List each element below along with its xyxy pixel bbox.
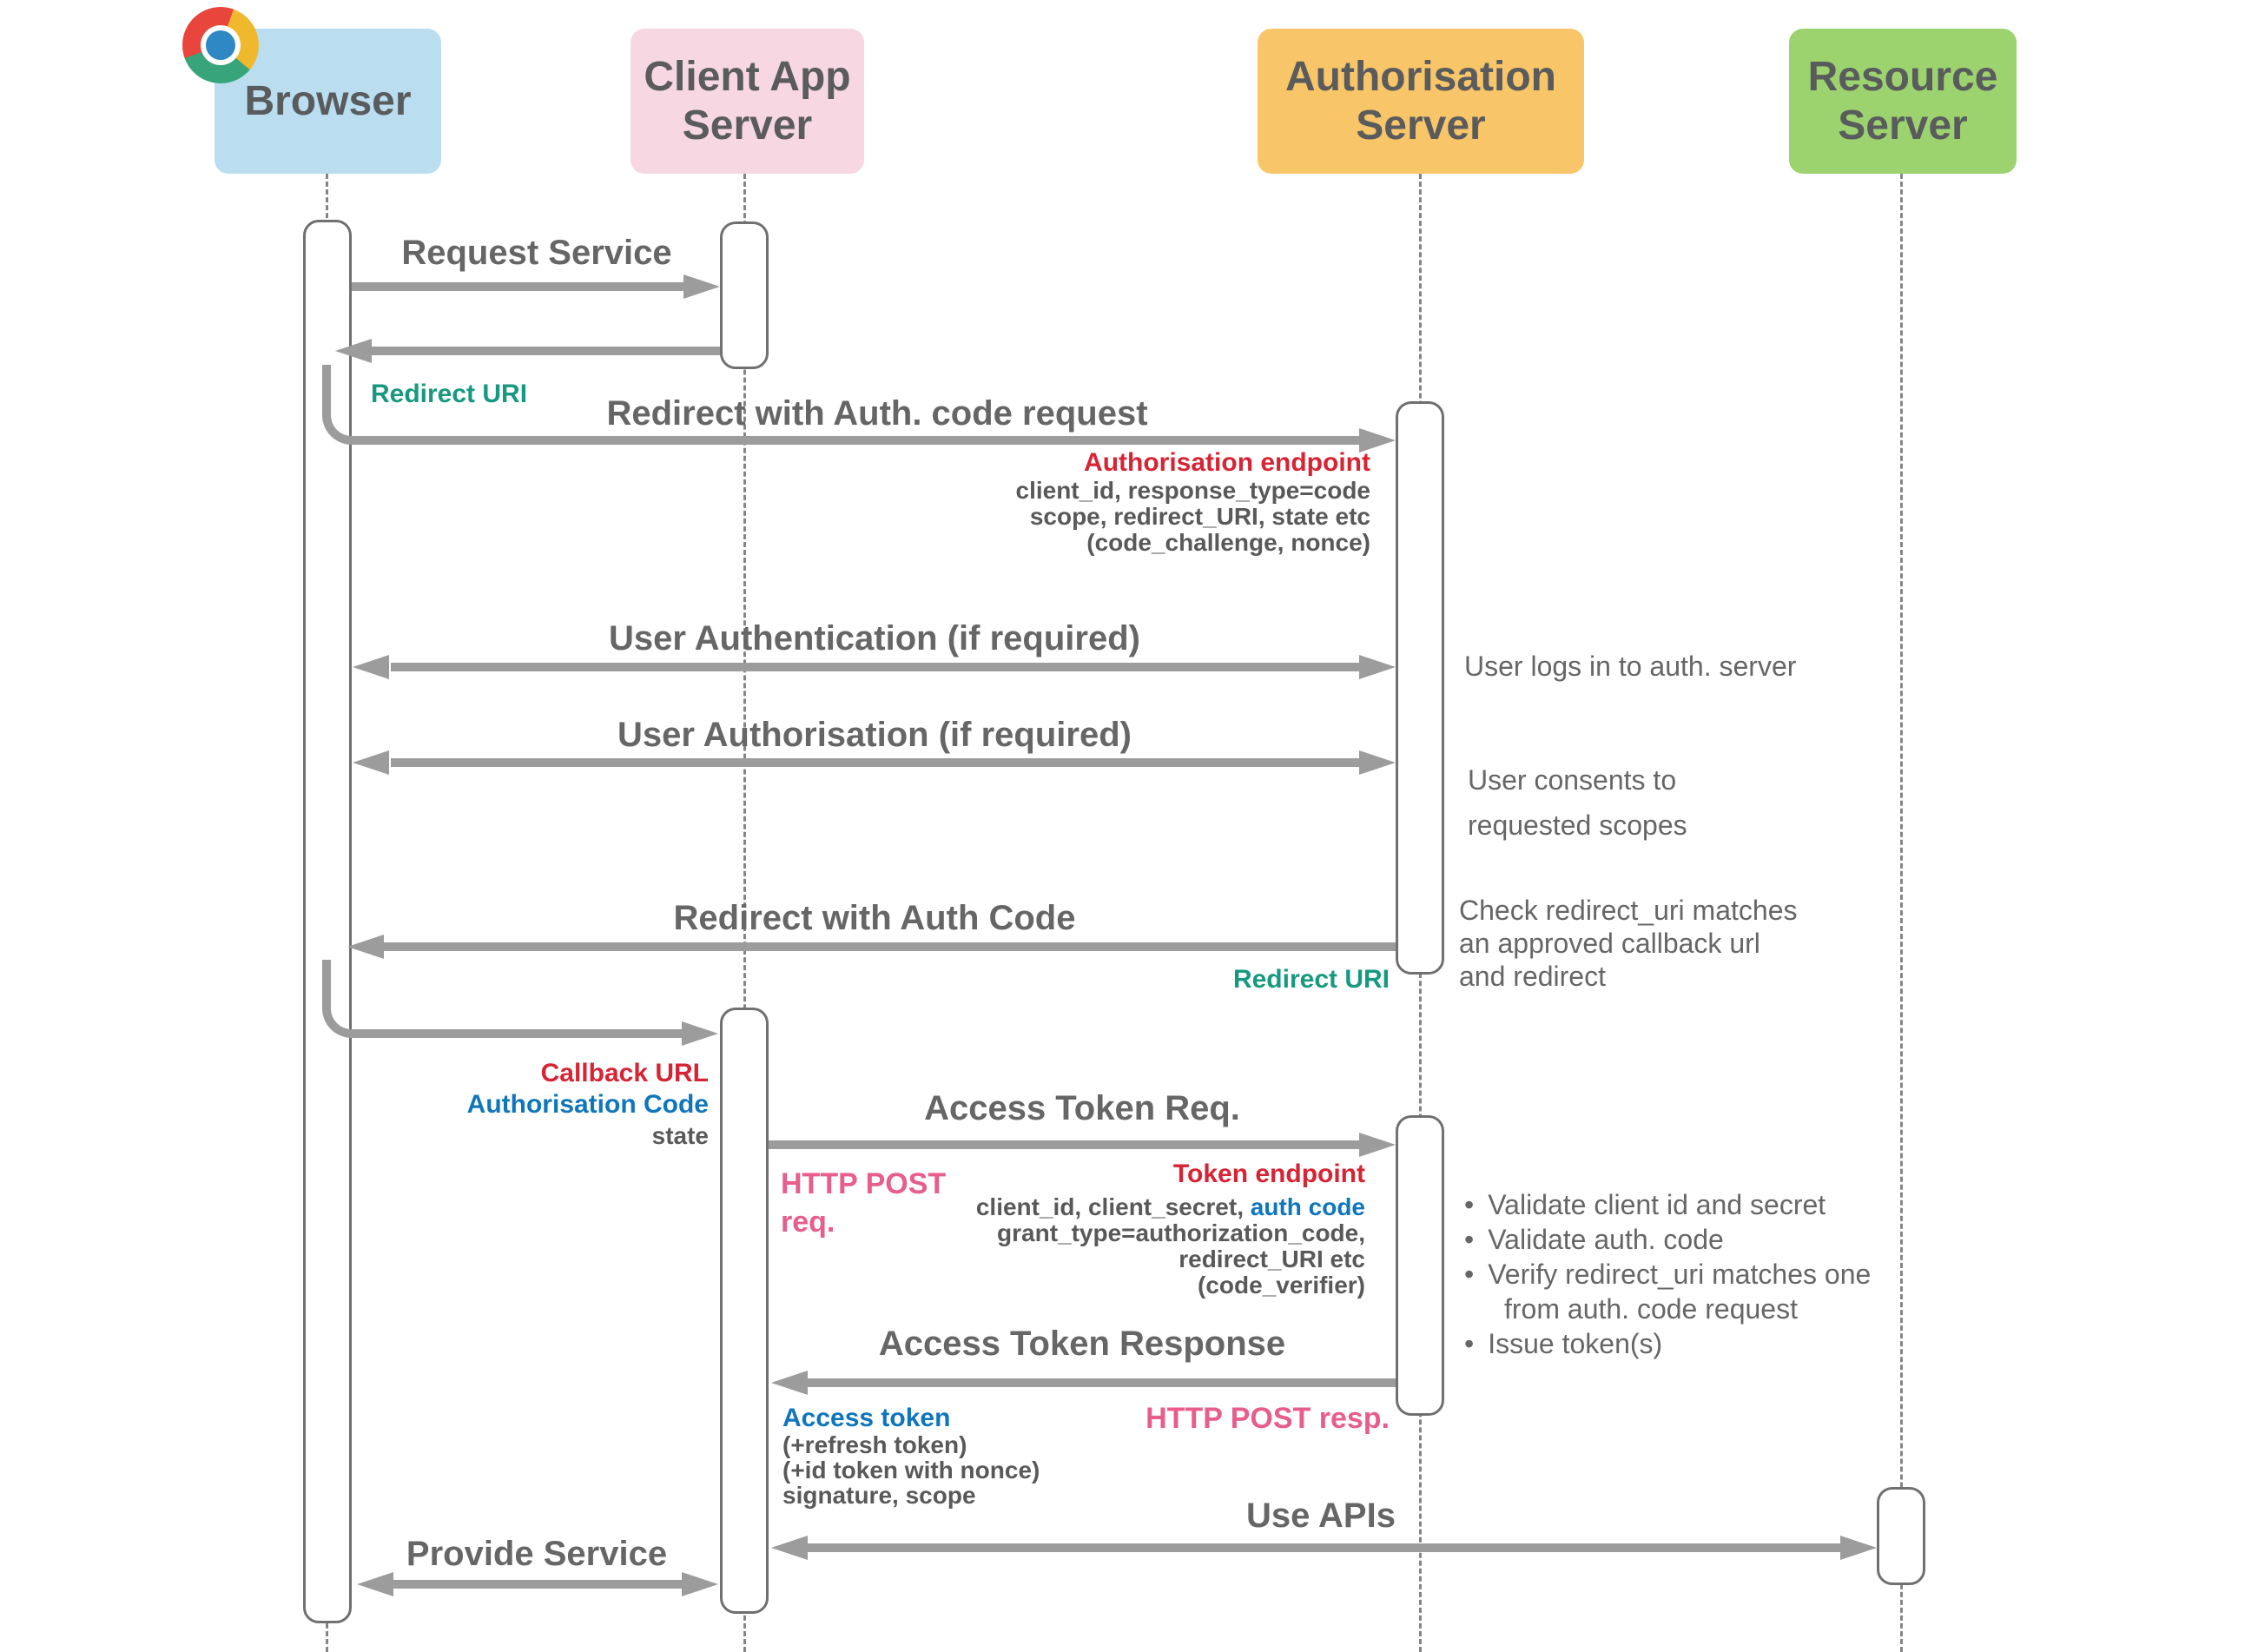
label-redirect-with-auth-code: Redirect with Auth Code bbox=[673, 899, 1076, 937]
label-request-service: Request Service bbox=[401, 234, 672, 272]
actor-resource-server: Resource Server bbox=[1789, 29, 2017, 174]
arrow-use-apis-head-right bbox=[1840, 1536, 1877, 1560]
note-user-consents-line2: requested scopes bbox=[1468, 809, 1687, 841]
activation-auth-2 bbox=[1396, 1115, 1444, 1416]
arrow-request-service-head bbox=[683, 274, 720, 299]
label-authorisation-endpoint: Authorisation endpoint bbox=[1084, 448, 1370, 477]
note-check-redirect: Check redirect_uri matches an approved c… bbox=[1459, 894, 1797, 993]
chrome-icon-center bbox=[206, 30, 235, 60]
actor-auth-label: Authorisation Server bbox=[1285, 54, 1556, 149]
arrow-redirect-auth-code-line bbox=[384, 942, 1396, 951]
arrow-user-authorisation-head-left bbox=[353, 750, 389, 775]
label-authorisation-code: Authorisation Code bbox=[466, 1090, 709, 1119]
access-token-line: (+refresh token) bbox=[782, 1431, 967, 1458]
activation-client-1 bbox=[720, 221, 769, 369]
arrow-user-authentication-head-left bbox=[353, 655, 389, 679]
note-check-redirect-line: Check redirect_uri matches bbox=[1459, 895, 1798, 926]
arrow-access-token-req-head bbox=[1359, 1133, 1396, 1157]
activation-resource bbox=[1877, 1487, 1925, 1585]
auth-endpoint-param-line: (code_challenge, nonce) bbox=[1086, 529, 1370, 556]
label-use-apis: Use APIs bbox=[1246, 1497, 1396, 1535]
note-auth-server-bullets: Validate client id and secret Validate a… bbox=[1464, 1187, 1881, 1361]
arrow-provide-service-head-left bbox=[357, 1572, 393, 1596]
activation-client-2 bbox=[720, 1008, 769, 1614]
label-token-endpoint: Token endpoint bbox=[1172, 1160, 1365, 1188]
arrow-return-head bbox=[335, 339, 372, 363]
label-provide-service: Provide Service bbox=[406, 1535, 668, 1573]
access-token-annotation-block: Access token (+refresh token) (+id token… bbox=[782, 1404, 1040, 1509]
chrome-icon-inner-ring bbox=[201, 25, 241, 65]
arrow-auth-request-head bbox=[1359, 428, 1396, 453]
arrow-provide-service-head-right bbox=[682, 1572, 718, 1596]
label-redirect-uri-right: Redirect URI bbox=[1232, 965, 1390, 994]
label-http-post-req-line1: HTTP POST bbox=[781, 1167, 947, 1200]
label-user-authorisation: User Authorisation (if required) bbox=[617, 716, 1132, 754]
arrow-user-authorisation-head-right bbox=[1359, 750, 1396, 775]
access-token-line: (+id token with nonce) bbox=[782, 1457, 1040, 1483]
label-access-token-response: Access Token Response bbox=[878, 1325, 1286, 1363]
note-user-consents: User consents to requested scopes bbox=[1468, 757, 1687, 848]
label-http-post-resp: HTTP POST resp. bbox=[1146, 1402, 1390, 1435]
note-check-redirect-line: an approved callback url bbox=[1459, 928, 1760, 959]
token-param-line-mixed: client_id, client_secret, auth code bbox=[931, 1194, 1365, 1220]
arrow-user-authorisation-line bbox=[391, 758, 1359, 767]
actor-browser-label: Browser bbox=[244, 77, 412, 124]
arrow-use-apis-line bbox=[808, 1543, 1840, 1552]
bullet-item: Issue token(s) bbox=[1464, 1326, 1881, 1361]
label-callback-url: Callback URL bbox=[540, 1059, 709, 1087]
note-user-consents-line1: User consents to bbox=[1468, 764, 1677, 796]
bullet-item: Verify redirect_uri matches one from aut… bbox=[1464, 1257, 1881, 1326]
access-token-line: signature, scope bbox=[782, 1482, 976, 1509]
arrow-access-token-response-head bbox=[771, 1371, 808, 1395]
arrow-return-line bbox=[372, 347, 720, 355]
note-check-redirect-line: and redirect bbox=[1459, 961, 1606, 992]
actor-resource-label: Resource Server bbox=[1807, 54, 1998, 149]
arrow-use-apis-head-left bbox=[771, 1536, 808, 1560]
callback-annotation-block: Callback URL Authorisation Code state bbox=[361, 1058, 709, 1152]
auth-endpoint-params: client_id, response_type=code scope, red… bbox=[936, 477, 1371, 556]
token-param-line: (code_verifier) bbox=[1198, 1272, 1365, 1298]
label-http-post-req-line2: req. bbox=[781, 1206, 835, 1239]
arrow-access-token-response-line bbox=[808, 1378, 1396, 1387]
label-access-token: Access token bbox=[782, 1404, 951, 1432]
bullet-item: Validate client id and secret bbox=[1464, 1187, 1881, 1222]
token-param-prefix: client_id, client_secret, bbox=[975, 1193, 1251, 1220]
connector-elbow-auth-request bbox=[322, 365, 1359, 445]
label-http-post-req: HTTP POST req. bbox=[781, 1165, 946, 1241]
token-param-auth-code: auth code bbox=[1250, 1193, 1365, 1220]
actor-client-label: Client App Server bbox=[644, 54, 851, 149]
arrow-request-service-line bbox=[352, 282, 683, 291]
arrow-callback-head bbox=[682, 1021, 718, 1046]
label-redirect-auth-code-request: Redirect with Auth. code request bbox=[606, 394, 1148, 433]
arrow-access-token-req-line bbox=[769, 1140, 1359, 1149]
token-param-line: redirect_URI etc bbox=[1179, 1246, 1365, 1272]
label-access-token-req: Access Token Req. bbox=[924, 1089, 1240, 1127]
arrow-redirect-auth-code-head bbox=[347, 935, 384, 959]
label-state: state bbox=[651, 1122, 709, 1149]
arrow-user-authentication-head-right bbox=[1359, 655, 1396, 679]
lifeline-client-app-server bbox=[743, 174, 746, 1652]
label-redirect-uri-left: Redirect URI bbox=[371, 380, 528, 408]
auth-endpoint-param-line: client_id, response_type=code bbox=[1015, 477, 1371, 504]
actor-authorisation-server: Authorisation Server bbox=[1258, 29, 1584, 174]
lifeline-resource-server bbox=[1900, 174, 1903, 1652]
activation-browser bbox=[303, 220, 352, 1623]
arrow-provide-service-line bbox=[393, 1580, 682, 1589]
activation-auth-1 bbox=[1396, 401, 1444, 975]
chrome-icon bbox=[182, 7, 259, 83]
auth-endpoint-param-line: scope, redirect_URI, state etc bbox=[1029, 503, 1370, 530]
connector-elbow-callback bbox=[322, 960, 682, 1038]
bullet-item: Validate auth. code bbox=[1464, 1222, 1881, 1257]
token-param-line: grant_type=authorization_code, bbox=[997, 1219, 1365, 1246]
actor-client-app-server: Client App Server bbox=[631, 29, 864, 174]
arrow-user-authentication-line bbox=[391, 663, 1359, 671]
label-user-authentication: User Authentication (if required) bbox=[609, 619, 1140, 657]
note-user-logs-in: User logs in to auth. server bbox=[1464, 651, 1797, 682]
token-endpoint-params: client_id, client_secret, auth code gran… bbox=[931, 1194, 1365, 1298]
